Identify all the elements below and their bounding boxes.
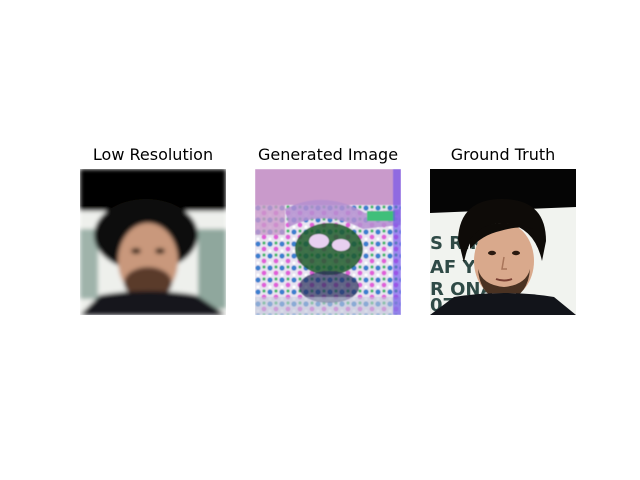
- panel-generated-image: Generated Image: [255, 144, 401, 315]
- panel-title-low-resolution: Low Resolution: [92, 145, 214, 164]
- generated-image: [255, 169, 401, 315]
- panel-title-generated-image: Generated Image: [257, 145, 399, 164]
- panel-ground-truth: Ground Truth S RIK AF YCO R ONA 070: [430, 144, 576, 315]
- ground-truth-image: S RIK AF YCO R ONA 070: [430, 169, 576, 315]
- panel-low-resolution: Low Resolution: [80, 144, 226, 315]
- panel-title-ground-truth: Ground Truth: [450, 145, 556, 164]
- low-resolution-image: [80, 169, 226, 315]
